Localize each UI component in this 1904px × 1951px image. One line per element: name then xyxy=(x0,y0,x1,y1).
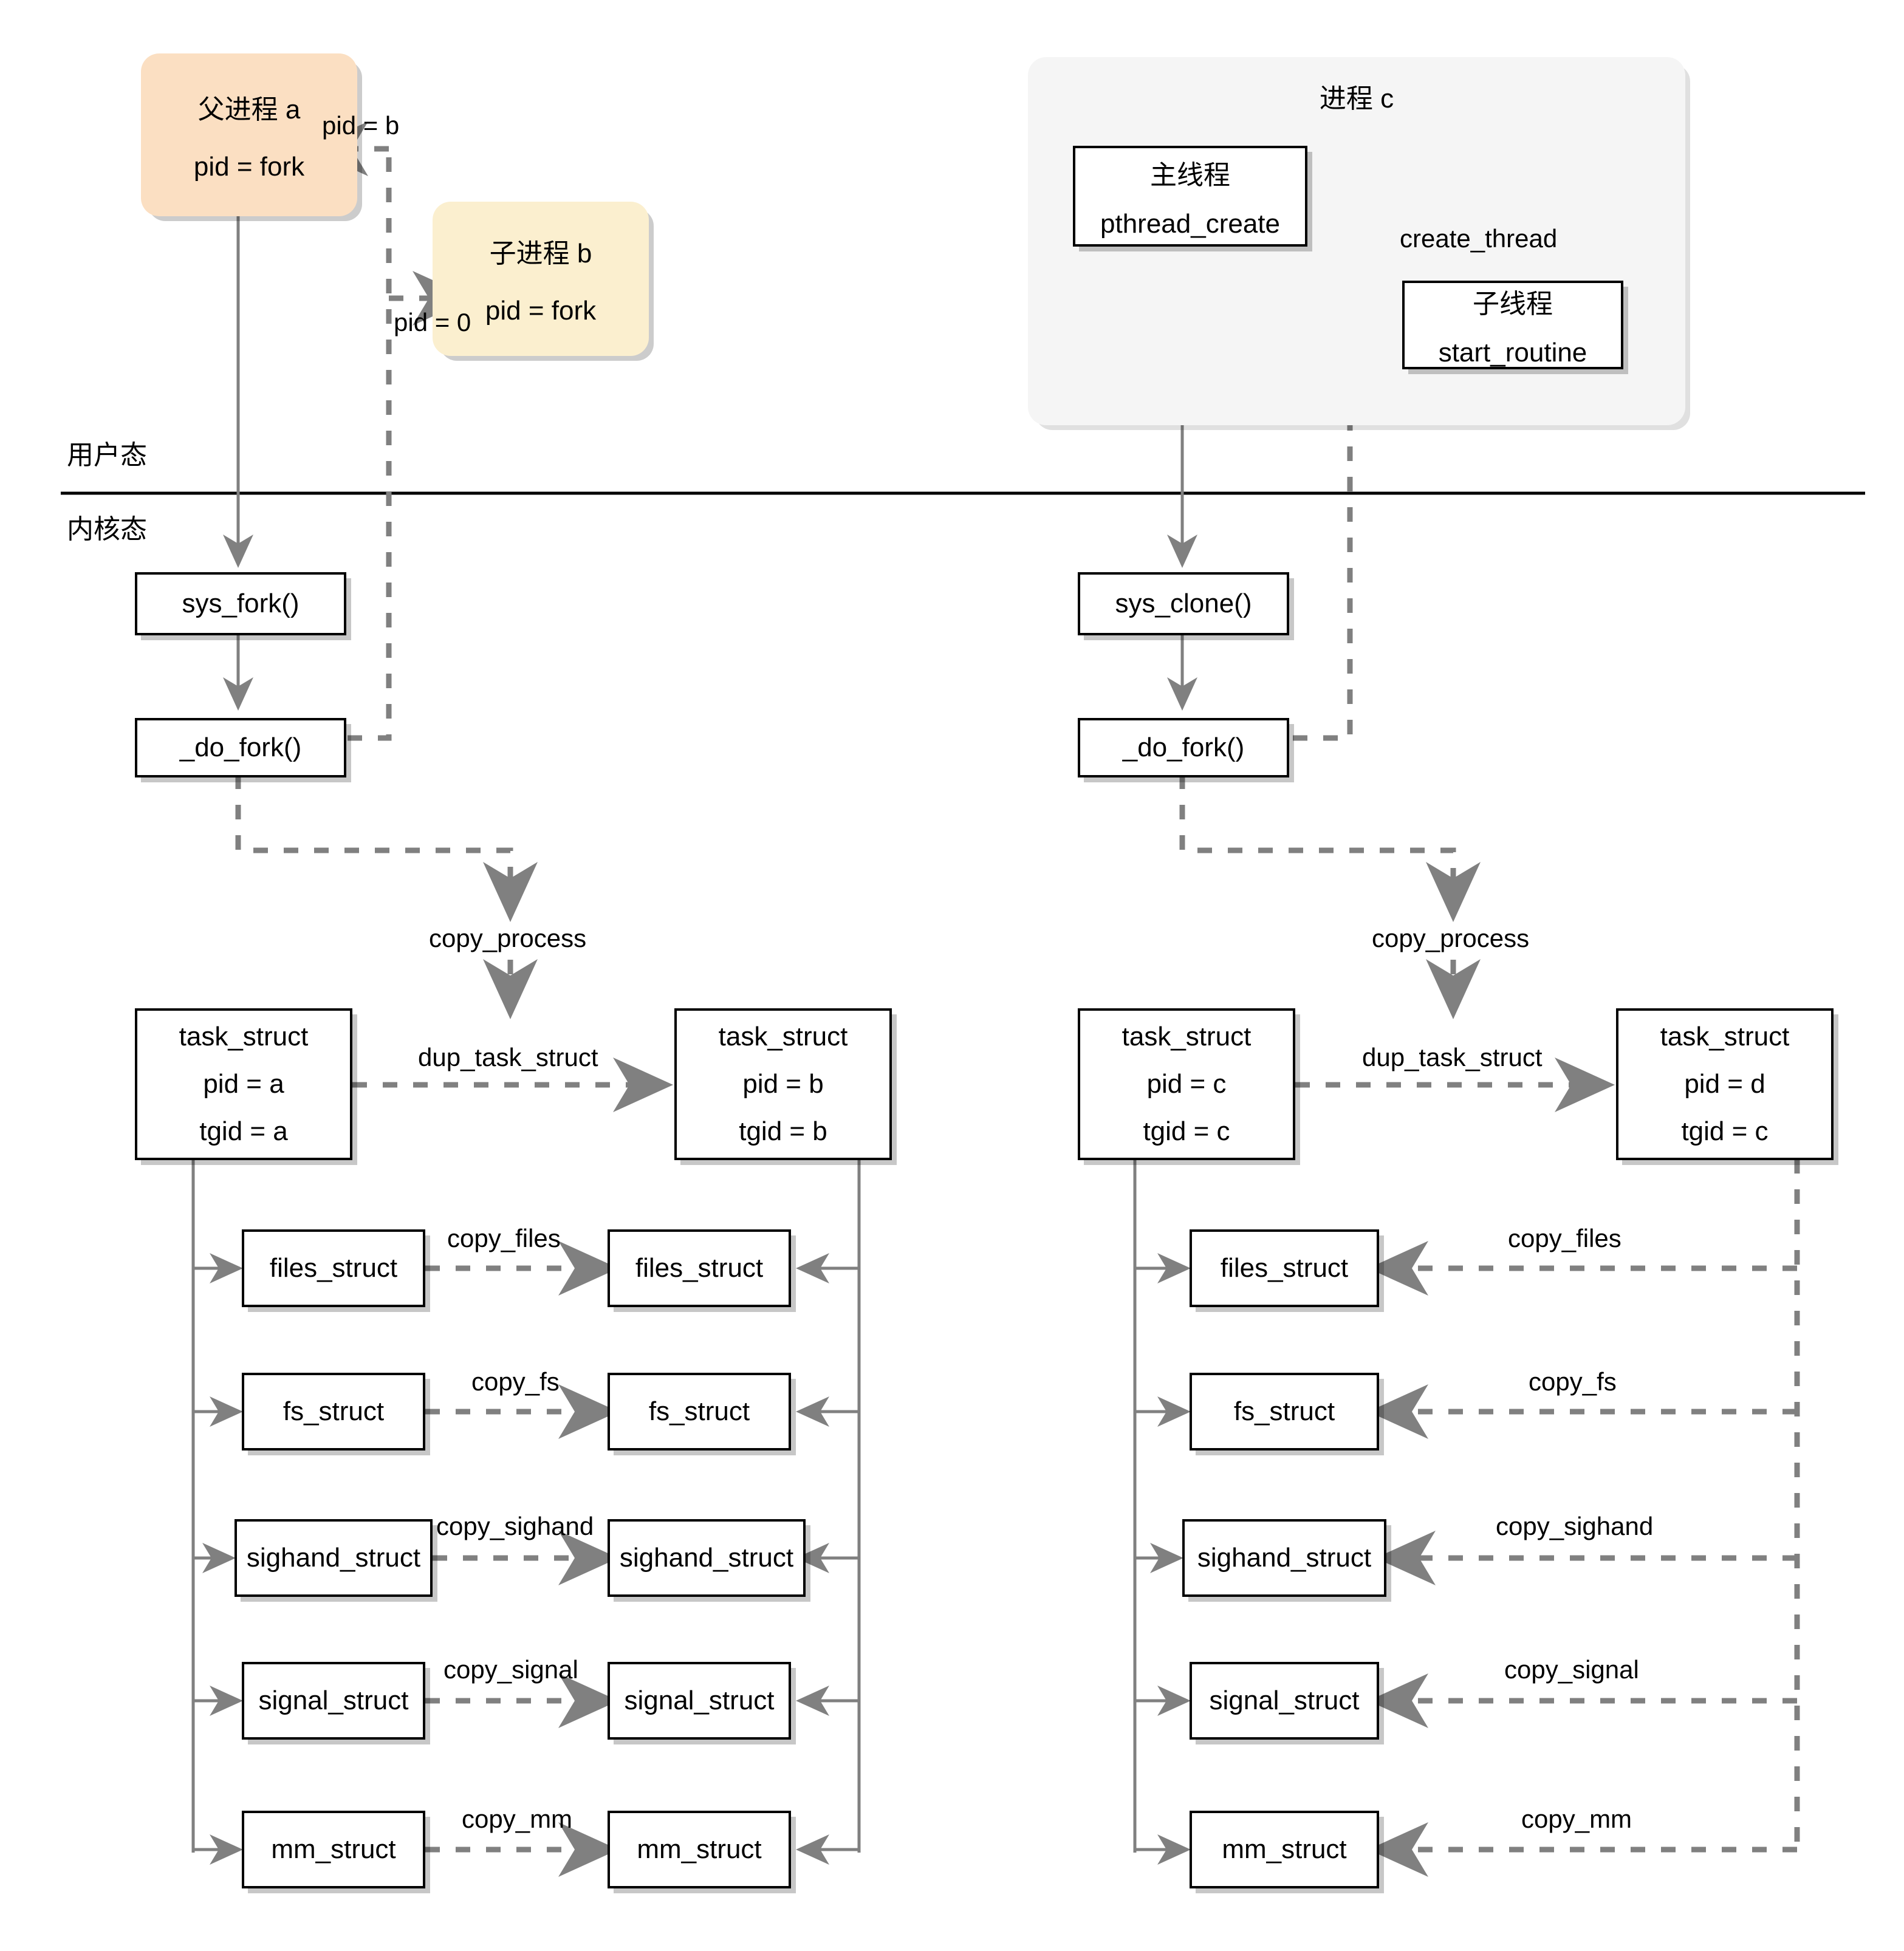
left-task-struct-dst[interactable]: task_struct pid = b tgid = b xyxy=(674,1008,892,1160)
left-copy-label-3: copy_signal xyxy=(443,1655,578,1684)
right-task-dst-pid: pid = d xyxy=(1684,1069,1765,1099)
left-dst-struct-0-label: files_struct xyxy=(635,1253,764,1283)
left-task-struct-src[interactable]: task_struct pid = a tgid = a xyxy=(135,1008,352,1160)
left-copy-label-4: copy_mm xyxy=(462,1805,573,1833)
left-dst-struct-2-label: sighand_struct xyxy=(619,1543,794,1573)
right-task-struct-src[interactable]: task_struct pid = c tgid = c xyxy=(1078,1008,1295,1160)
parent-process-pid-line: pid = fork xyxy=(193,152,305,182)
left-task-src-title: task_struct xyxy=(179,1022,309,1051)
left-src-struct-0[interactable]: files_struct xyxy=(242,1229,425,1307)
right-task-src-pid: pid = c xyxy=(1146,1069,1227,1099)
left-src-struct-2-label: sighand_struct xyxy=(246,1543,421,1573)
right-copy-process-label: copy_process xyxy=(1372,924,1530,952)
process-c-title: 进程 c xyxy=(1319,84,1394,114)
left-syscall-box[interactable]: sys_fork() xyxy=(135,572,346,635)
right-copy-label-2: copy_sighand xyxy=(1496,1512,1654,1540)
edge-label-pid-0: pid = 0 xyxy=(394,308,471,337)
left-dst-struct-4[interactable]: mm_struct xyxy=(608,1811,791,1888)
main-thread-title: 主线程 xyxy=(1150,160,1230,190)
left-src-struct-1[interactable]: fs_struct xyxy=(242,1373,425,1450)
child-process-pid-line: pid = fork xyxy=(485,296,597,326)
main-thread-box[interactable]: 主线程 pthread_create xyxy=(1073,146,1307,247)
right-task-struct-dst[interactable]: task_struct pid = d tgid = c xyxy=(1616,1008,1834,1160)
right-struct-3[interactable]: signal_struct xyxy=(1190,1662,1379,1740)
user-mode-label: 用户态 xyxy=(67,440,147,470)
main-thread-fn: pthread_create xyxy=(1100,209,1280,239)
right-task-src-tgid: tgid = c xyxy=(1143,1116,1230,1146)
left-dst-struct-3-label: signal_struct xyxy=(624,1686,775,1715)
left-src-struct-4[interactable]: mm_struct xyxy=(242,1811,425,1888)
right-task-src-title: task_struct xyxy=(1122,1022,1252,1051)
right-struct-2[interactable]: sighand_struct xyxy=(1182,1519,1386,1597)
right-copy-label-4: copy_mm xyxy=(1521,1805,1632,1833)
right-struct-2-label: sighand_struct xyxy=(1197,1543,1372,1573)
left-dst-struct-2[interactable]: sighand_struct xyxy=(608,1519,806,1597)
left-dst-struct-3[interactable]: signal_struct xyxy=(608,1662,791,1740)
edge-label-create-thread: create_thread xyxy=(1400,224,1558,253)
parent-process-box[interactable]: 父进程 a pid = fork xyxy=(141,53,357,216)
right-task-dst-tgid: tgid = c xyxy=(1681,1116,1769,1146)
parent-process-title: 父进程 a xyxy=(197,95,301,125)
child-process-title: 子进程 b xyxy=(489,239,592,268)
right-dofork-box[interactable]: _do_fork() xyxy=(1078,718,1289,777)
left-src-struct-1-label: fs_struct xyxy=(283,1396,385,1426)
right-struct-0-label: files_struct xyxy=(1220,1253,1349,1283)
left-task-dst-tgid: tgid = b xyxy=(739,1116,827,1146)
right-struct-1[interactable]: fs_struct xyxy=(1190,1373,1379,1450)
right-struct-0[interactable]: files_struct xyxy=(1190,1229,1379,1307)
right-struct-1-label: fs_struct xyxy=(1233,1396,1335,1426)
left-copy-process-label: copy_process xyxy=(429,924,587,952)
left-dst-struct-1[interactable]: fs_struct xyxy=(608,1373,791,1450)
child-process-box[interactable]: 子进程 b pid = fork xyxy=(433,202,649,356)
left-task-src-pid: pid = a xyxy=(203,1069,284,1099)
left-task-src-tgid: tgid = a xyxy=(199,1116,288,1146)
left-src-struct-3-label: signal_struct xyxy=(258,1686,409,1715)
right-syscall-label: sys_clone() xyxy=(1115,589,1252,618)
right-struct-3-label: signal_struct xyxy=(1209,1686,1360,1715)
left-src-struct-4-label: mm_struct xyxy=(271,1834,396,1864)
left-dofork-box[interactable]: _do_fork() xyxy=(135,718,346,777)
right-struct-4-label: mm_struct xyxy=(1222,1834,1347,1864)
child-thread-box[interactable]: 子线程 start_routine xyxy=(1402,281,1623,369)
left-syscall-label: sys_fork() xyxy=(182,589,300,618)
left-dofork-label: _do_fork() xyxy=(179,733,302,762)
right-struct-4[interactable]: mm_struct xyxy=(1190,1811,1379,1888)
left-task-dst-pid: pid = b xyxy=(742,1069,824,1099)
left-copy-label-0: copy_files xyxy=(447,1224,561,1252)
left-src-struct-2[interactable]: sighand_struct xyxy=(235,1519,433,1597)
left-copy-label-1: copy_fs xyxy=(471,1367,560,1396)
left-dst-struct-1-label: fs_struct xyxy=(648,1396,750,1426)
right-copy-label-0: copy_files xyxy=(1508,1224,1621,1252)
right-dofork-label: _do_fork() xyxy=(1122,733,1245,762)
right-task-dst-title: task_struct xyxy=(1660,1022,1790,1051)
left-task-dst-title: task_struct xyxy=(718,1022,848,1051)
right-copy-label-1: copy_fs xyxy=(1529,1367,1617,1396)
left-dup-task-struct-label: dup_task_struct xyxy=(418,1043,598,1071)
left-copy-label-2: copy_sighand xyxy=(436,1512,594,1540)
edge-label-pid-b: pid = b xyxy=(322,111,400,140)
left-dst-struct-4-label: mm_struct xyxy=(637,1834,762,1864)
left-src-struct-0-label: files_struct xyxy=(269,1253,398,1283)
right-dup-task-struct-label: dup_task_struct xyxy=(1362,1043,1543,1071)
left-src-struct-3[interactable]: signal_struct xyxy=(242,1662,425,1740)
right-syscall-box[interactable]: sys_clone() xyxy=(1078,572,1289,635)
child-thread-fn: start_routine xyxy=(1438,338,1587,367)
kernel-mode-label: 内核态 xyxy=(67,514,147,544)
left-dst-struct-0[interactable]: files_struct xyxy=(608,1229,791,1307)
child-thread-title: 子线程 xyxy=(1473,289,1553,319)
right-copy-label-3: copy_signal xyxy=(1504,1655,1639,1684)
